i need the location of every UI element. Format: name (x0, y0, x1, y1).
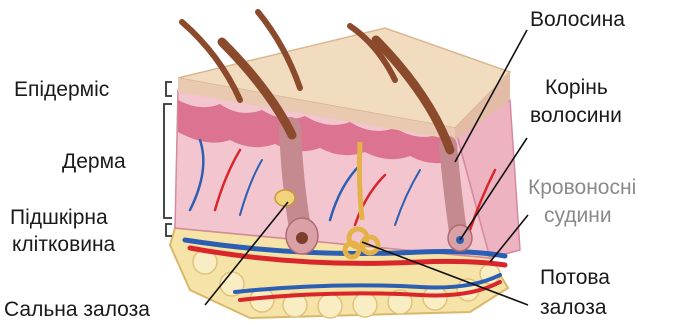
label-blood-vessels-line1: Кровоносні (528, 176, 636, 200)
label-epidermis: Епідерміс (14, 78, 109, 102)
label-hair: Волосина (530, 8, 625, 32)
label-hypodermis-line1: Підшкірна (10, 206, 108, 230)
label-blood-vessels-line2: судини (544, 204, 612, 228)
layer-brackets (164, 82, 172, 236)
label-hypodermis-line2: клітковина (12, 233, 115, 257)
label-dermis: Дерма (62, 150, 126, 174)
label-hair-root-line1: Корінь (545, 76, 608, 100)
sebaceous-gland (275, 190, 295, 206)
label-sweat-gland-line1: Потова (540, 266, 610, 290)
label-sebaceous-gland: Сальна залоза (4, 298, 150, 322)
label-hair-root-line2: волосини (530, 104, 622, 128)
label-sweat-gland-line2: залоза (540, 296, 607, 320)
